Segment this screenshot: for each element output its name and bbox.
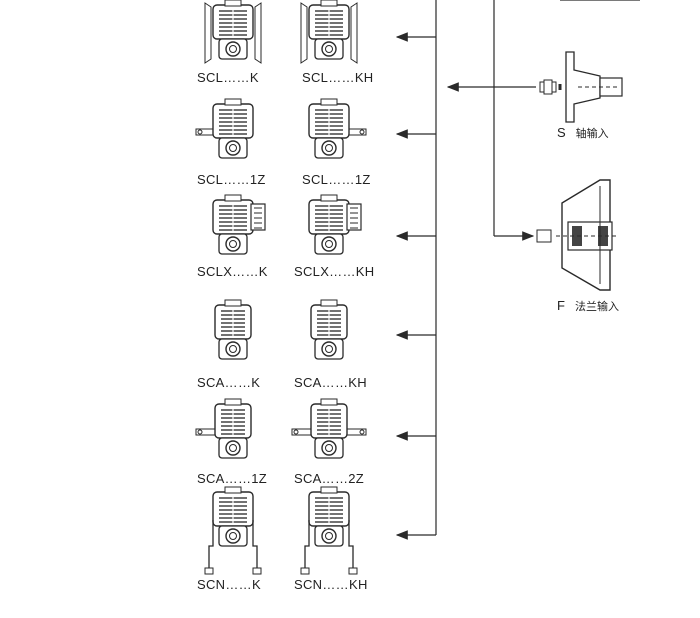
shaft-input-letter: S <box>557 125 566 140</box>
model-label-row3-left: SCLX……K <box>197 264 268 279</box>
gearbox-row1-right <box>300 0 358 64</box>
model-label-row5-right: SCA……2Z <box>294 471 365 486</box>
gearbox-row2-right <box>308 98 367 159</box>
model-label-row2-right: SCL……1Z <box>302 172 371 187</box>
gearbox-row6-right <box>300 486 358 575</box>
flange-input-label: 法兰输入 <box>574 301 619 313</box>
model-label-row5-left: SCA……1Z <box>197 471 268 486</box>
model-label-row1-right: SCL……KH <box>302 70 374 85</box>
model-label-row4-left: SCA……K <box>197 375 261 390</box>
gearbox-row3-right <box>308 194 362 255</box>
gearbox-row4-left <box>214 299 252 360</box>
model-label-row4-right: SCA……KH <box>294 375 367 390</box>
gearbox-row3-left <box>212 194 266 255</box>
shaft-input-icon <box>539 51 623 123</box>
gearbox-row5-right <box>291 398 367 459</box>
shaft-input-label: 轴输入 <box>575 128 609 140</box>
flange-input-icon <box>536 179 616 291</box>
model-label-row2-left: SCL……1Z <box>197 172 266 187</box>
gearbox-row5-left <box>195 398 252 459</box>
model-label-row6-left: SCN……K <box>197 577 261 592</box>
model-label-row6-right: SCN……KH <box>294 577 368 592</box>
gearbox-row1-left <box>204 0 262 64</box>
gearbox-row6-left <box>204 486 262 575</box>
gearbox-row4-right <box>310 299 348 360</box>
flange-input-letter: F <box>557 298 565 313</box>
flange-input-caption: F 法兰输入 <box>557 298 619 314</box>
model-label-row1-left: SCL……K <box>197 70 259 85</box>
gearbox-row2-left <box>195 98 254 159</box>
shaft-input-caption: S 轴输入 <box>557 125 609 141</box>
model-label-row3-right: SCLX……KH <box>294 264 375 279</box>
